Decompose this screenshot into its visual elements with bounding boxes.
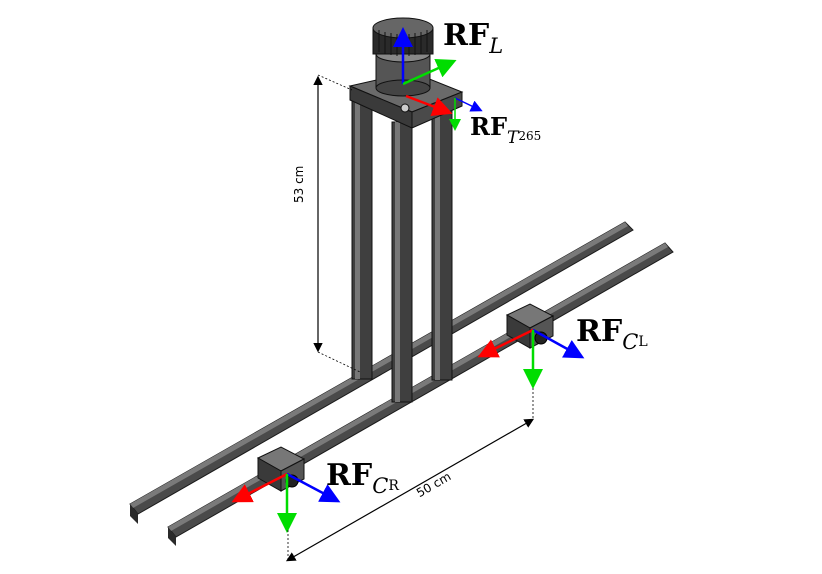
dimension-height bbox=[313, 74, 361, 373]
label-rf-t265: RFT265 bbox=[470, 112, 542, 148]
vertical-posts bbox=[351, 95, 453, 403]
rail-front bbox=[167, 242, 674, 546]
axes-lidar bbox=[393, 27, 457, 86]
dimension-baseline bbox=[285, 388, 535, 562]
label-height: 53 cm bbox=[292, 165, 306, 203]
rail-back bbox=[129, 221, 634, 524]
axes-cam-left bbox=[477, 328, 585, 389]
label-rf-lidar: RFL bbox=[443, 18, 504, 58]
label-rf-cam-right: RFCR bbox=[326, 458, 399, 498]
axes-t265 bbox=[405, 94, 483, 131]
label-rf-cam-left: RFCL bbox=[576, 314, 648, 354]
